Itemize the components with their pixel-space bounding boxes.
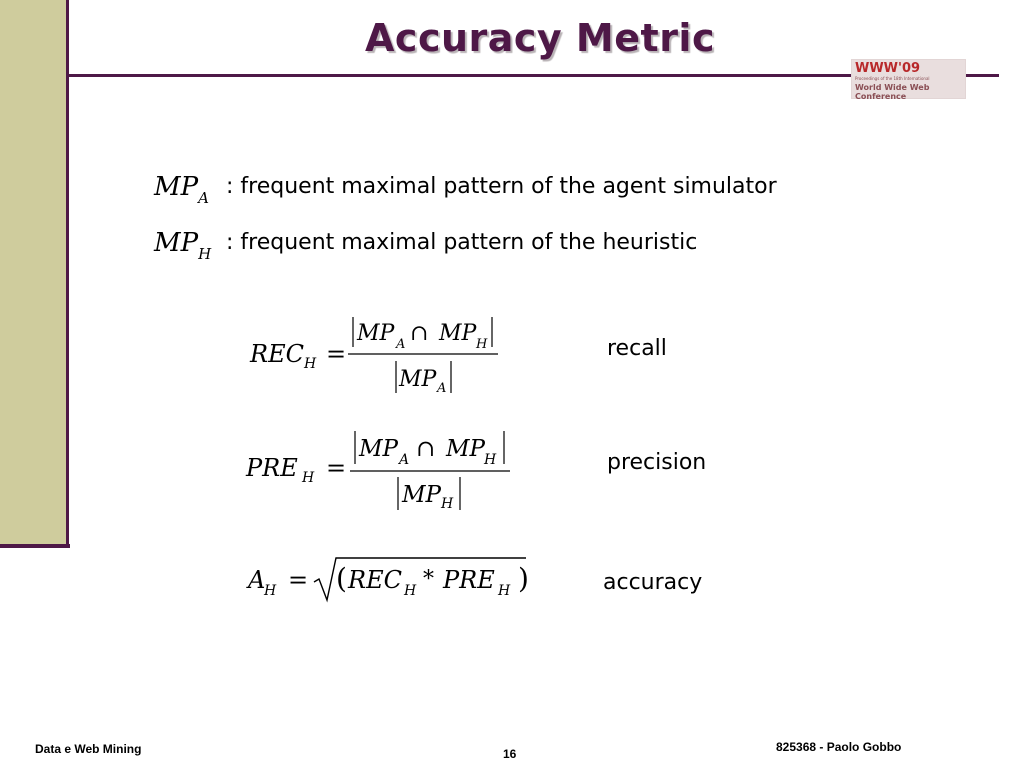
precision-num-a: MP [358,436,399,462]
accuracy-formula: A H = ( REC H * PRE H ) [246,557,529,603]
precision-den: MP [401,482,442,508]
recall-num-b: MP [438,321,478,346]
accuracy-lhs: A [246,566,265,594]
accuracy-open-paren: ( [336,562,347,595]
recall-den-sub: A [436,381,446,396]
accuracy-rec-sub: H [403,583,417,599]
recall-cap: ∩ [410,321,428,346]
conference-logo: WWW'09 Proceedings of the 18th Internati… [851,59,966,101]
footer-course: Data e Web Mining [35,742,142,756]
definition-symbol-a: MPA [154,172,209,208]
precision-lhs-sub: H [301,470,315,486]
sidebar-rule [0,544,70,548]
precision-den-sub: H [440,496,454,512]
title-rule [69,74,999,77]
accuracy-label: accuracy [603,570,703,595]
definition-text-h: : frequent maximal pattern of the heuris… [226,230,698,255]
recall-label: recall [607,336,667,361]
accuracy-pre-sub: H [497,583,511,599]
recall-lhs-sub: H [303,356,317,372]
accuracy-pre: PRE [442,566,495,594]
accuracy-rec: REC [347,566,402,594]
accuracy-close-paren: ) [518,562,529,595]
recall-num-b-sub: H [475,337,488,352]
logo-conference: World Wide Web Conference [855,83,930,101]
definition-text-a: : frequent maximal pattern of the agent … [226,174,777,199]
footer-page-number: 16 [503,747,517,761]
recall-lhs: REC [249,340,304,368]
slide-title: Accuracy Metric [365,16,715,60]
precision-num-b: MP [445,436,486,462]
recall-num-a: MP [356,321,396,346]
logo-title: WWW'09 [855,61,921,76]
logo-proceedings: Proceedings of the 18th International [855,76,930,81]
accuracy-lhs-sub: H [263,583,277,599]
recall-num-a-sub: A [395,337,405,352]
recall-equals: = [326,340,346,368]
precision-num-a-sub: A [397,452,409,468]
definition-symbol-h: MPH [154,228,212,264]
precision-formula: PRE H = MP A ∩ MP H MP H [245,431,510,512]
precision-cap: ∩ [416,436,435,462]
precision-lhs: PRE [245,454,298,482]
footer-author: 825368 - Paolo Gobbo [776,740,902,754]
accuracy-equals: = [288,566,308,594]
recall-den: MP [398,367,438,392]
sidebar-band [0,0,69,545]
recall-formula: REC H = MP A ∩ MP H MP A [249,317,498,396]
precision-label: precision [607,450,707,475]
precision-num-b-sub: H [483,452,497,468]
sqrt-sign [313,557,526,603]
accuracy-star: * [423,567,434,592]
precision-equals: = [326,454,346,482]
